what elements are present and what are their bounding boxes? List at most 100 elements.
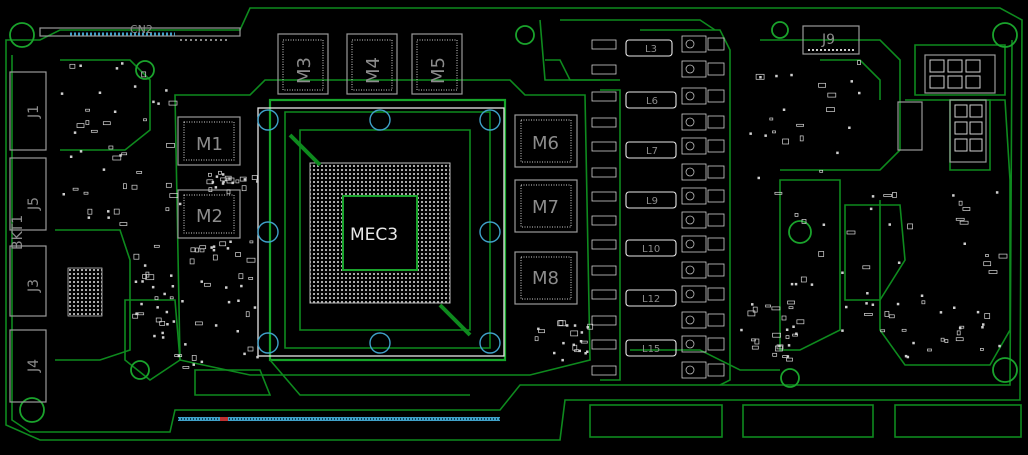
j5-outline	[9, 157, 47, 231]
m1-label: M1	[196, 134, 223, 155]
smd-pad	[578, 349, 581, 353]
smd-pad	[157, 102, 160, 105]
smd-part	[785, 335, 790, 339]
phase-driver	[707, 165, 725, 179]
smd-pad	[212, 248, 216, 252]
smd-part	[984, 313, 991, 319]
smd-part	[239, 176, 247, 182]
smd-pad	[140, 302, 143, 306]
smd-part	[959, 325, 965, 329]
smd-pad	[163, 292, 166, 296]
smd-pad	[221, 182, 225, 185]
smd-pad	[845, 305, 848, 309]
smd-pad	[152, 100, 155, 104]
l15-label: L15	[642, 344, 660, 355]
smd-part	[76, 123, 85, 128]
smd-part	[87, 208, 93, 215]
phase-cap	[685, 39, 695, 49]
j4-label: J4	[26, 359, 42, 373]
l3-label: L3	[645, 44, 657, 55]
smd-part	[751, 338, 756, 342]
smd-part	[83, 191, 89, 195]
phase-driver	[707, 213, 725, 227]
phase-cap	[685, 167, 695, 177]
smd-pad	[841, 271, 844, 274]
phase-driver	[707, 62, 725, 76]
smd-pad	[751, 303, 754, 306]
smd-part	[108, 145, 114, 150]
smd-pad	[134, 280, 138, 283]
smd-part	[113, 208, 120, 215]
smd-pad	[553, 351, 556, 355]
smd-part	[132, 313, 139, 319]
inductor-l15: L15	[625, 339, 677, 357]
smd-pad	[572, 343, 575, 347]
phase-cap	[685, 289, 695, 299]
left-connector-block	[67, 267, 103, 317]
phase-cap	[685, 64, 695, 74]
smd-part	[189, 258, 195, 265]
smd-pad	[151, 285, 155, 289]
smd-pad	[181, 300, 184, 303]
smd-pad	[998, 344, 1001, 348]
phase-mosfet	[681, 261, 707, 279]
smd-part	[195, 247, 199, 253]
smd-part	[238, 273, 244, 280]
m8-label: M8	[532, 268, 559, 289]
smd-pad	[787, 344, 791, 347]
smd-part	[85, 120, 90, 125]
smd-pad	[161, 331, 164, 335]
smd-part	[988, 270, 998, 274]
smd-pad	[121, 62, 124, 65]
smd-pad	[865, 302, 868, 305]
smd-pad	[69, 155, 73, 158]
j5-label: J5	[26, 197, 42, 211]
smd-part	[112, 155, 122, 161]
copper-traces	[5, 7, 1023, 441]
smd-part	[534, 336, 539, 342]
smd-pad	[565, 324, 569, 327]
smd-pad	[214, 186, 218, 189]
smd-part	[958, 200, 963, 206]
gpu-die	[342, 195, 418, 271]
smd-pad	[912, 341, 915, 345]
smd-part	[983, 261, 992, 267]
smd-part	[788, 306, 794, 310]
smd-part	[246, 257, 256, 263]
smd-part	[249, 240, 254, 244]
smd-part	[796, 123, 804, 127]
smd-part	[818, 251, 825, 257]
cn2-connector: CN2	[39, 23, 241, 41]
smd-part	[751, 345, 759, 350]
phase-cap	[685, 315, 695, 325]
phase-mosfet	[681, 211, 707, 229]
phase-resistor	[591, 215, 617, 226]
smd-part	[136, 171, 143, 174]
phase-mosfet	[681, 285, 707, 303]
smd-part	[747, 310, 756, 317]
inductor-l7: L7	[625, 141, 677, 159]
smd-part	[772, 352, 778, 357]
smd-pad	[256, 180, 259, 183]
smd-pad	[795, 332, 798, 335]
phase-resistor	[591, 64, 617, 75]
phase-driver	[707, 287, 725, 301]
smd-part	[85, 108, 90, 112]
smd-part	[818, 82, 826, 88]
l10-label: L10	[642, 244, 660, 255]
smd-pad	[60, 92, 64, 95]
smd-part	[208, 187, 213, 192]
smd-part	[956, 330, 961, 336]
smd-pad	[225, 286, 228, 289]
phase-resistor	[591, 339, 617, 350]
l7-label: L7	[646, 146, 658, 157]
smd-pad	[156, 306, 159, 309]
smd-part	[864, 313, 873, 316]
inductor-l6: L6	[625, 91, 677, 109]
smd-pad	[215, 175, 219, 178]
smd-part	[772, 332, 781, 338]
smd-part	[199, 245, 207, 250]
smd-pad	[73, 131, 77, 134]
